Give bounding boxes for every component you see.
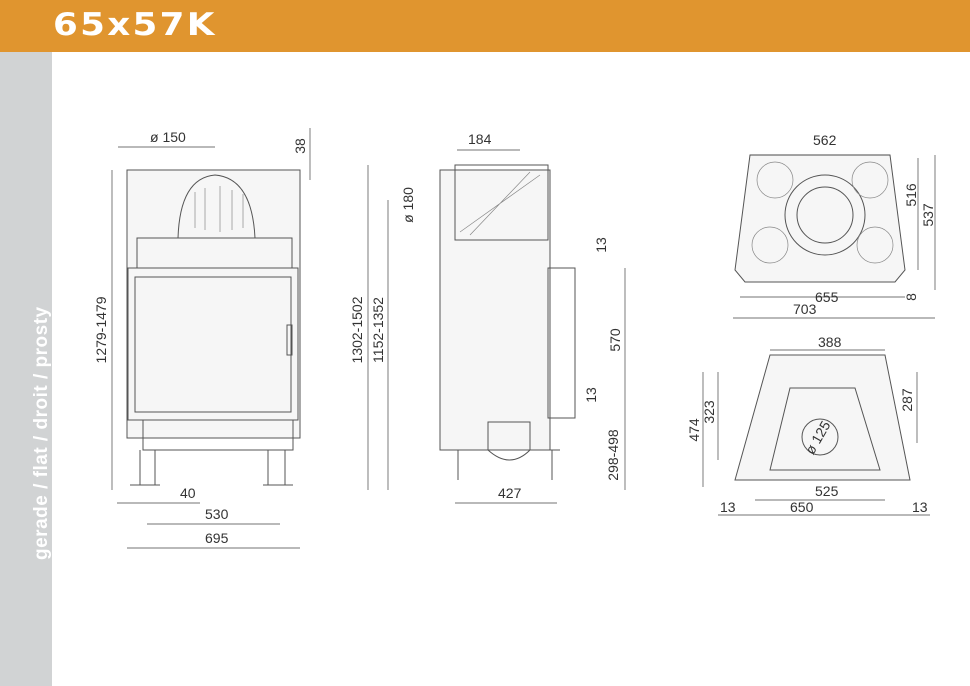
side-door-bottom: 13 [583, 387, 599, 403]
front-width: 695 [205, 530, 229, 546]
front-top-offset: 38 [292, 138, 308, 154]
side-door-height: 570 [607, 328, 623, 352]
bottom-depth-mid: 323 [701, 400, 717, 424]
bottom-view: 388 474 323 287 ø 125 525 13 650 13 [686, 334, 930, 516]
side-height-total: 1302-1502 [349, 296, 365, 363]
bottom-inner-width: 525 [815, 483, 839, 499]
model-title: 65x57K [53, 7, 217, 43]
top-depth-inner: 516 [903, 183, 919, 207]
front-leg-offset: 40 [180, 485, 196, 501]
side-leg-height: 298-498 [605, 429, 621, 481]
top-offset: 8 [903, 293, 919, 301]
bottom-depth-inner: 287 [899, 388, 915, 412]
top-view: 562 516 537 655 8 703 [733, 132, 936, 319]
top-outer-width: 703 [793, 301, 817, 317]
front-leg-span: 530 [205, 506, 229, 522]
side-door-top: 13 [593, 237, 609, 253]
bottom-top-width: 388 [818, 334, 842, 350]
bottom-depth-outer: 474 [686, 418, 702, 442]
bottom-left-margin: 13 [720, 499, 736, 515]
top-top-width: 562 [813, 132, 837, 148]
front-height: 1279-1479 [93, 296, 109, 363]
header-bar: 65x57K [0, 0, 970, 52]
top-depth-outer: 537 [920, 203, 936, 227]
side-air-diameter: ø 180 [400, 187, 416, 223]
side-height-inner: 1152-1352 [370, 297, 386, 363]
bottom-right-margin: 13 [912, 499, 928, 515]
bottom-width: 650 [790, 499, 814, 515]
top-inner-width: 655 [815, 289, 839, 305]
front-view: ø 150 38 1279-1479 40 530 695 [93, 128, 311, 549]
side-view: 184 ø 180 1302-1502 1152-1352 13 570 13 … [349, 131, 626, 504]
side-collar-offset: 184 [468, 131, 492, 147]
side-depth: 427 [498, 485, 522, 501]
sidebar [0, 52, 52, 686]
front-flue-diameter: ø 150 [150, 129, 186, 145]
